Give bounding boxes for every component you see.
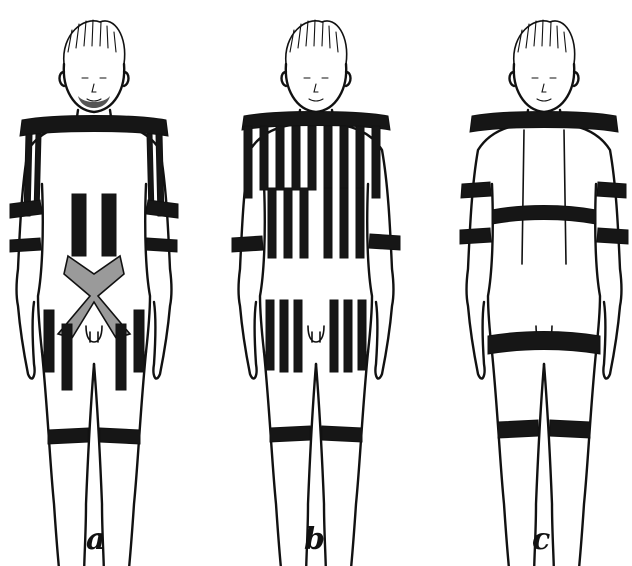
figure-a-left-elbow-band <box>10 200 42 252</box>
figure-b-body-outline <box>239 20 394 566</box>
figure-c-right-knee-band <box>550 420 590 438</box>
figure-a-shoulder-band <box>20 116 168 137</box>
figure-a-torso-block-left <box>72 194 86 256</box>
figure-b-right-knee-band <box>322 426 362 442</box>
figure-c-waist-band <box>492 206 596 225</box>
figure-c-right-upper-arm-band <box>597 182 626 198</box>
figure-c-thigh-band <box>488 332 600 355</box>
figure-b <box>232 20 400 566</box>
figure-b-middle-stripes <box>268 188 364 258</box>
figure-c-left-forearm-band <box>460 228 491 244</box>
figure-c-body-outline <box>467 20 622 566</box>
figure-c-torso-line-left <box>522 130 524 264</box>
figure-a-beard <box>78 96 110 108</box>
figure-c-shoulder-band <box>470 112 618 133</box>
figure-c-label: c <box>532 522 550 557</box>
figure-b-thigh-stripes <box>266 300 366 372</box>
figure-a-torso-block-right <box>102 194 116 256</box>
figure-b-left-elbow-band <box>232 236 263 252</box>
figure-b-upper-stripes <box>244 126 380 198</box>
figure-c-left-upper-arm-band <box>461 182 491 198</box>
figure-b-label: b <box>304 522 325 557</box>
figure-c-torso-line-right <box>564 130 566 264</box>
figure-b-left-knee-band <box>270 426 310 442</box>
figure-a-left-knee-band <box>48 428 88 444</box>
figure-c-right-forearm-band <box>597 228 628 244</box>
figure-a-right-knee-band <box>100 428 140 444</box>
figure-c-left-knee-band <box>498 420 538 438</box>
figure-b-right-elbow-band <box>369 234 400 250</box>
figure-a-label: a <box>86 522 105 557</box>
figure-c <box>460 20 628 566</box>
figure-a-right-elbow-band <box>146 200 178 252</box>
figure-a <box>10 20 178 566</box>
